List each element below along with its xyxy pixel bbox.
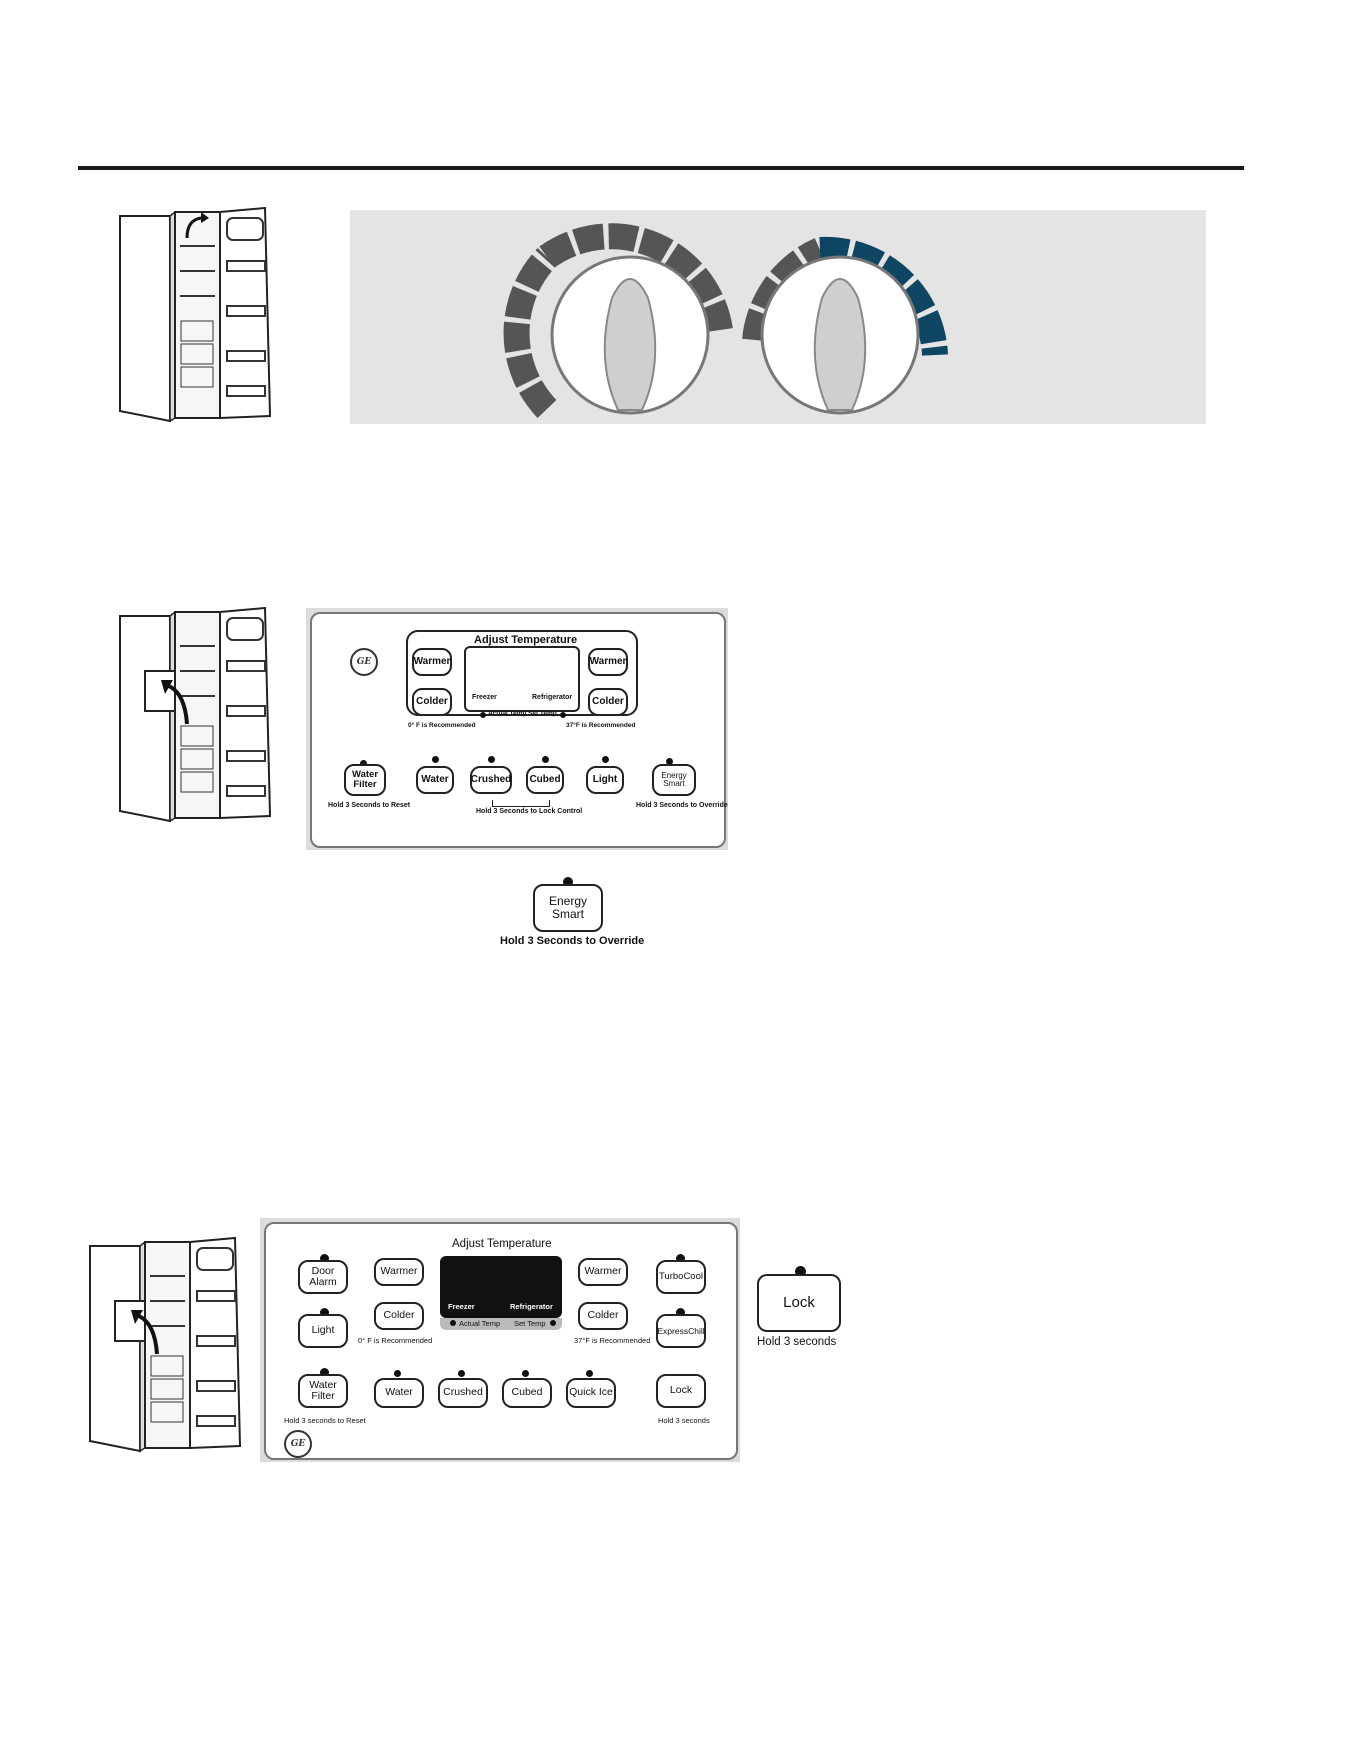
ge-logo: GE (350, 648, 378, 676)
crushed-button[interactable]: Crushed (438, 1378, 488, 1408)
lock-callout-button[interactable]: Lock (757, 1274, 841, 1332)
refrigerator-warmer-button[interactable]: Warmer (588, 648, 628, 676)
fridge-illustration-dial (115, 206, 290, 426)
water-filter-hint: Hold 3 seconds to Reset (284, 1416, 366, 1425)
crushed-indicator (488, 756, 495, 763)
set-temp-label: Set Temp (514, 1319, 546, 1328)
expresschill-button[interactable]: ExpressChill (656, 1314, 706, 1348)
set-temp-indicator (550, 1320, 556, 1326)
display-status-bar (440, 1318, 562, 1330)
door-alarm-indicator (320, 1254, 329, 1263)
energy-callout-indicator (563, 877, 573, 887)
cubed-indicator (542, 756, 549, 763)
actual-temp-indicator (450, 1320, 456, 1326)
freezer-display-label: Freezer (448, 1302, 475, 1311)
water-button[interactable]: Water (416, 766, 454, 794)
freezer-dial-segments (503, 223, 733, 418)
turbocool-indicator (676, 1254, 685, 1263)
light-indicator (602, 756, 609, 763)
ge-logo: GE (284, 1430, 312, 1458)
refrigerator-colder-button[interactable]: Colder (578, 1302, 628, 1330)
temperature-display (440, 1256, 562, 1318)
lock-bracket (492, 800, 550, 807)
water-filter-indicator (320, 1368, 329, 1377)
cubed-button[interactable]: Cubed (526, 766, 564, 794)
set-temp-label: Set Temp (528, 710, 557, 717)
freezer-colder-button[interactable]: Colder (374, 1302, 424, 1330)
fridge-illustration-panel-a (115, 606, 290, 826)
refrigerator-recommended-note: 37°F is Recommended (574, 1336, 651, 1345)
water-indicator (432, 756, 439, 763)
control-panel-a: GE Adjust Temperature Warmer Colder Free… (310, 612, 728, 848)
lock-button[interactable]: Lock (656, 1374, 706, 1408)
quick-ice-button[interactable]: Quick Ice (566, 1378, 616, 1408)
energy-smart-hint: Hold 3 Seconds to Override (636, 802, 728, 809)
light-button[interactable]: Light (298, 1314, 348, 1348)
water-button[interactable]: Water (374, 1378, 424, 1408)
refrigerator-display-label: Refrigerator (510, 1302, 553, 1311)
refrigerator-dial-segments (742, 236, 948, 356)
freezer-recommended-note: 0° F is Recommended (358, 1336, 433, 1345)
lock-hint: Hold 3 seconds (658, 1416, 710, 1425)
freezer-recommended-note: 0° F is Recommended (408, 722, 476, 729)
water-filter-indicator (360, 760, 367, 767)
temperature-dial-panel (350, 210, 1206, 424)
energy-callout-hint: Hold 3 Seconds to Override (500, 935, 645, 947)
actual-temp-indicator (480, 712, 486, 718)
crushed-indicator (458, 1370, 465, 1377)
freezer-warmer-button[interactable]: Warmer (374, 1258, 424, 1286)
water-filter-hint: Hold 3 Seconds to Reset (328, 802, 411, 809)
set-temp-indicator (560, 712, 566, 718)
refrigerator-display-label: Refrigerator (532, 694, 573, 701)
lock-callout-hint: Hold 3 seconds (757, 1336, 837, 1348)
freezer-display-label: Freezer (472, 694, 497, 701)
water-indicator (394, 1370, 401, 1377)
fridge-illustration-panel-b (85, 1236, 260, 1456)
refrigerator-colder-button[interactable]: Colder (588, 688, 628, 716)
cubed-indicator (522, 1370, 529, 1377)
refrigerator-recommended-note: 37°F is Recommended (566, 722, 636, 729)
quick-ice-indicator (586, 1370, 593, 1377)
header-rule (78, 166, 1244, 170)
light-indicator (320, 1308, 329, 1317)
lock-control-hint: Hold 3 Seconds to Lock Control (476, 808, 583, 815)
freezer-warmer-button[interactable]: Warmer (412, 648, 452, 676)
temperature-display (464, 646, 580, 712)
refrigerator-warmer-button[interactable]: Warmer (578, 1258, 628, 1286)
turbocool-button[interactable]: TurboCool (656, 1260, 706, 1294)
temperature-dials (503, 223, 948, 418)
adjust-temperature-title: Adjust Temperature (474, 634, 578, 646)
adjust-temperature-title: Adjust Temperature (452, 1238, 552, 1250)
expresschill-indicator (676, 1308, 685, 1317)
actual-temp-label: Actual Temp (459, 1319, 501, 1328)
lock-callout-indicator (795, 1266, 806, 1277)
adjust-temperature-group (406, 630, 638, 716)
cubed-button[interactable]: Cubed (502, 1378, 552, 1408)
crushed-button[interactable]: Crushed (470, 766, 512, 794)
freezer-colder-button[interactable]: Colder (412, 688, 452, 716)
light-button[interactable]: Light (586, 766, 624, 794)
actual-temp-label: Actual Temp (488, 710, 527, 717)
energy-smart-indicator (666, 758, 673, 765)
